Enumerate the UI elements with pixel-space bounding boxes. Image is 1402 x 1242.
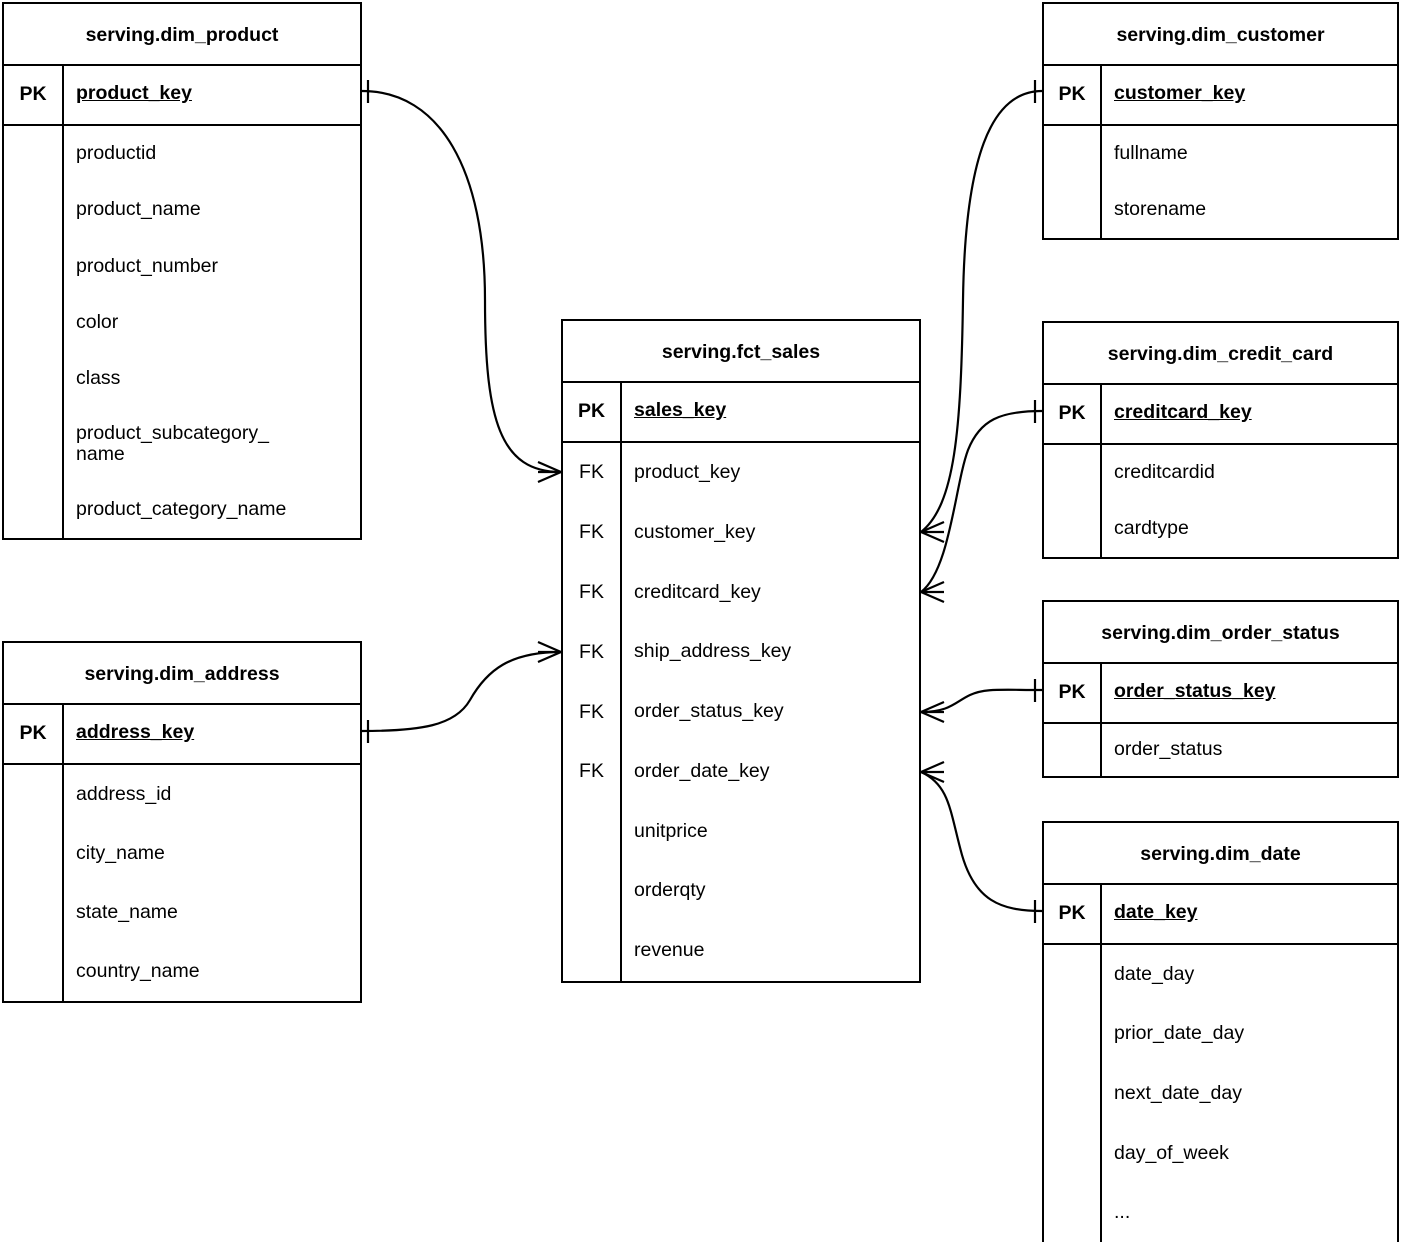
pk-row-fct-sales: PK sales_key bbox=[563, 383, 919, 443]
field-row: ship_address_key bbox=[634, 640, 792, 663]
pk-row-dim-date: PK date_key bbox=[1044, 885, 1397, 945]
entity-dim-customer[interactable]: serving.dim_customer PK customer_key ful… bbox=[1042, 2, 1399, 240]
entity-dim-order-status[interactable]: serving.dim_order_status PK order_status… bbox=[1042, 600, 1399, 778]
fk-label: FK bbox=[579, 521, 604, 544]
fk-label bbox=[563, 861, 620, 921]
attributes-dim-address: address_id city_name state_name country_… bbox=[4, 765, 360, 1001]
crow-foot-icon bbox=[920, 580, 945, 604]
crow-foot-icon bbox=[537, 460, 562, 484]
attribute-row: address_id bbox=[76, 782, 172, 805]
attributes-dim-order-status: order_status bbox=[1044, 724, 1397, 776]
entity-dim-credit-card[interactable]: serving.dim_credit_card PK creditcard_ke… bbox=[1042, 321, 1399, 559]
crow-foot-icon bbox=[537, 640, 562, 664]
pk-label: PK bbox=[19, 82, 47, 105]
pk-label: PK bbox=[1058, 82, 1086, 105]
pk-field-order-status-key: order_status_key bbox=[1114, 680, 1276, 703]
entity-title-dim-date: serving.dim_date bbox=[1044, 823, 1397, 885]
pk-row-dim-address: PK address_key bbox=[4, 705, 360, 765]
pk-row-dim-order-status: PK order_status_key bbox=[1044, 664, 1397, 724]
pk-field-creditcard-key: creditcard_key bbox=[1114, 401, 1252, 424]
attribute-row: product_subcategory_ name bbox=[76, 421, 269, 466]
fk-label bbox=[563, 921, 620, 981]
pk-field-product-key: product_key bbox=[76, 82, 192, 105]
attribute-row: order_status bbox=[1114, 738, 1223, 761]
entity-title-dim-credit-card: serving.dim_credit_card bbox=[1044, 323, 1397, 385]
fk-label: FK bbox=[579, 580, 604, 603]
fk-label: FK bbox=[579, 760, 604, 783]
pk-row-dim-product: PK product_key bbox=[4, 66, 360, 126]
field-row: product_key bbox=[634, 460, 741, 483]
attributes-dim-date: date_day prior_date_day next_date_day da… bbox=[1044, 945, 1397, 1242]
pk-row-dim-credit-card: PK creditcard_key bbox=[1044, 385, 1397, 445]
attribute-row: storename bbox=[1114, 198, 1207, 221]
pk-label: PK bbox=[577, 399, 606, 422]
attribute-row: product_number bbox=[76, 254, 219, 277]
attribute-row: cardtype bbox=[1114, 517, 1189, 540]
pk-label: PK bbox=[1058, 401, 1086, 424]
fk-label: FK bbox=[579, 461, 604, 484]
fk-label: FK bbox=[579, 640, 604, 663]
pk-label: PK bbox=[19, 721, 47, 744]
pk-field-customer-key: customer_key bbox=[1114, 82, 1246, 105]
pk-row-dim-customer: PK customer_key bbox=[1044, 66, 1397, 126]
attribute-row: city_name bbox=[76, 841, 165, 864]
field-row: order_date_key bbox=[634, 759, 770, 782]
crow-foot-icon bbox=[920, 520, 945, 544]
entity-dim-product[interactable]: serving.dim_product PK product_key produ… bbox=[2, 2, 362, 540]
attribute-row: product_name bbox=[76, 198, 201, 221]
attribute-row: product_category_name bbox=[76, 498, 287, 521]
entity-title-dim-customer: serving.dim_customer bbox=[1044, 4, 1397, 66]
fk-label: FK bbox=[579, 700, 604, 723]
field-row: creditcard_key bbox=[634, 580, 761, 603]
attribute-row: class bbox=[76, 366, 121, 389]
entity-title-dim-product: serving.dim_product bbox=[4, 4, 360, 66]
attribute-row: next_date_day bbox=[1114, 1082, 1242, 1105]
entity-fct-sales[interactable]: serving.fct_sales PK sales_key FK FK FK … bbox=[561, 319, 921, 983]
entity-title-dim-address: serving.dim_address bbox=[4, 643, 360, 705]
crow-foot-icon bbox=[920, 700, 945, 724]
relationship-date bbox=[920, 760, 1043, 923]
crow-foot-icon bbox=[920, 760, 945, 784]
attribute-row: productid bbox=[76, 142, 157, 165]
relationship-address bbox=[361, 640, 562, 743]
attribute-row: country_name bbox=[76, 959, 200, 982]
attributes-dim-customer: fullname storename bbox=[1044, 126, 1397, 238]
attribute-row: fullname bbox=[1114, 142, 1188, 165]
attribute-row: state_name bbox=[76, 900, 178, 923]
attribute-row: day_of_week bbox=[1114, 1141, 1229, 1164]
attributes-dim-product: productid product_name product_number co… bbox=[4, 126, 360, 538]
fields-fct-sales: FK FK FK FK FK FK product_key customer_k… bbox=[563, 443, 919, 981]
entity-title-fct-sales: serving.fct_sales bbox=[563, 321, 919, 383]
pk-label: PK bbox=[1058, 901, 1086, 924]
attribute-row: date_day bbox=[1114, 962, 1195, 985]
field-row: order_status_key bbox=[634, 700, 784, 723]
attribute-row: color bbox=[76, 310, 119, 333]
attribute-row: creditcardid bbox=[1114, 461, 1215, 484]
field-row: orderqty bbox=[634, 879, 706, 902]
attribute-row: prior_date_day bbox=[1114, 1022, 1245, 1045]
entity-dim-address[interactable]: serving.dim_address PK address_key addre… bbox=[2, 641, 362, 1003]
entity-title-dim-order-status: serving.dim_order_status bbox=[1044, 602, 1397, 664]
field-row: revenue bbox=[634, 939, 705, 962]
pk-field-sales-key: sales_key bbox=[634, 399, 727, 422]
relationship-customer bbox=[920, 80, 1043, 544]
pk-label: PK bbox=[1058, 680, 1086, 703]
field-row: customer_key bbox=[634, 520, 756, 543]
pk-field-address-key: address_key bbox=[76, 721, 195, 744]
relationship-product bbox=[361, 80, 562, 484]
fk-label bbox=[563, 802, 620, 862]
field-row: unitprice bbox=[634, 819, 708, 842]
attribute-row: ... bbox=[1114, 1201, 1131, 1224]
relationship-order-status bbox=[920, 679, 1043, 724]
pk-field-date-key: date_key bbox=[1114, 901, 1198, 924]
relationship-credit-card bbox=[920, 400, 1043, 604]
entity-dim-date[interactable]: serving.dim_date PK date_key date_day pr… bbox=[1042, 821, 1399, 1242]
attributes-dim-credit-card: creditcardid cardtype bbox=[1044, 445, 1397, 557]
